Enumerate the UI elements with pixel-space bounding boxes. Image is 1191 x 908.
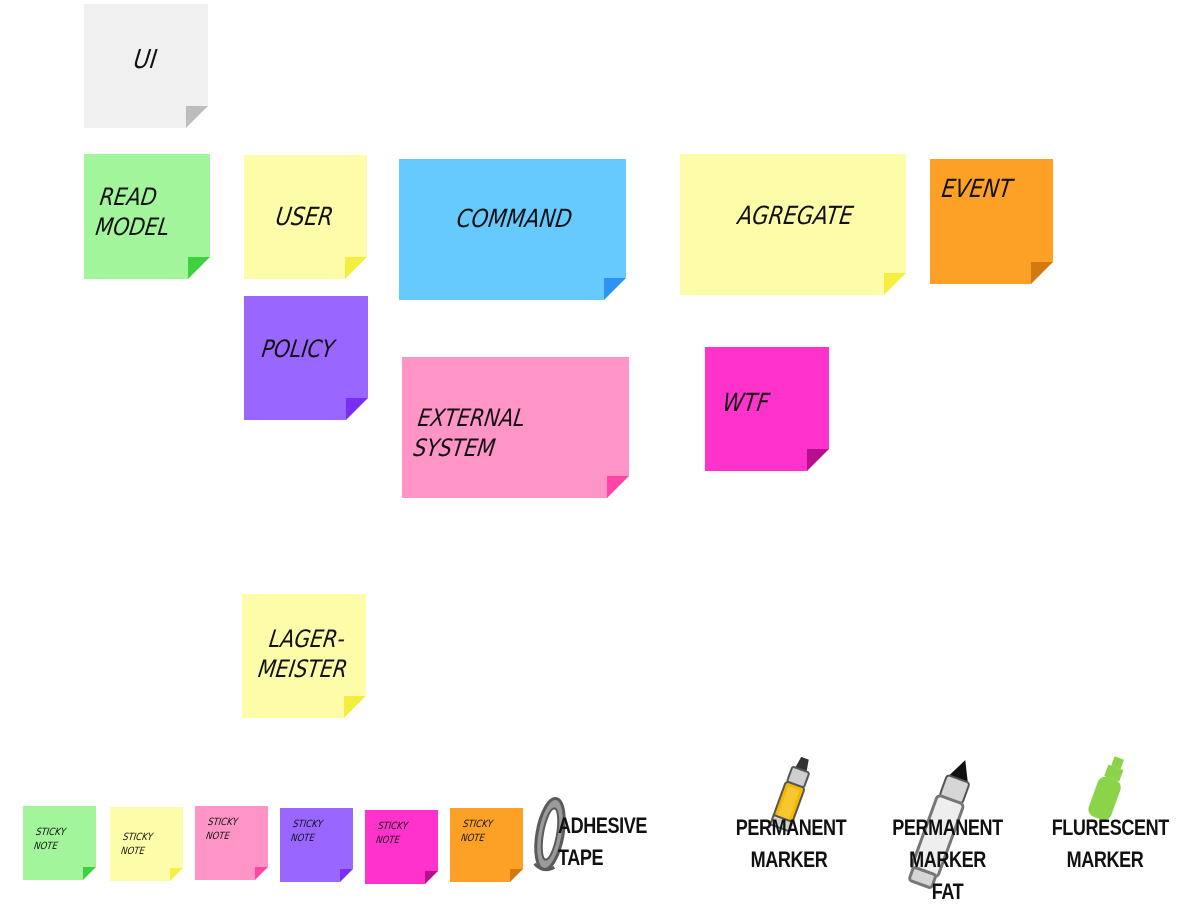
note-ui[interactable]: UI [84,4,208,128]
note-policy[interactable]: POLICY [244,296,368,420]
palette-sticky-note-orange[interactable]: STICKY NOTE [450,808,523,882]
note-lagermeister-label: LAGER- MEISTER [256,625,350,683]
note-policy-curl [346,398,368,420]
note-external-system-label: EXTERNAL SYSTEM [411,404,528,462]
note-wtf-curl [807,449,829,471]
palette-sticky-note-label: STICKY NOTE [120,832,154,857]
note-lagermeister-curl [344,696,366,718]
palette-sticky-note-label: STICKY NOTE [205,817,239,842]
palette-sticky-note-yellow[interactable]: STICKY NOTE [110,807,183,881]
palette-sticky-note-pink[interactable]: STICKY NOTE [195,806,268,880]
palette-sticky-note-label: STICKY NOTE [460,819,494,844]
note-command[interactable]: COMMAND [399,159,626,300]
adhesive-tape-label: ADHESIVE TAPE [558,813,647,870]
permanent-marker-fat-icon [908,760,970,889]
palette-sticky-note-green[interactable]: STICKY NOTE [23,806,96,880]
note-lagermeister[interactable]: LAGER- MEISTER [242,594,366,718]
permanent-marker-fat-label: PERMANENT MARKER FAT [892,815,1003,904]
note-event-curl [1031,262,1053,284]
flurescent-marker-label: FLURESCENT MARKER [1051,815,1170,872]
palette-sticky-note-label: STICKY NOTE [290,819,324,844]
note-agregate-curl [884,273,906,295]
permanent-marker-tool[interactable]: PERMANENT MARKER [724,754,854,884]
note-command-curl [604,278,626,300]
palette-sticky-note-magenta[interactable]: STICKY NOTE [365,810,438,884]
note-external-system[interactable]: EXTERNAL SYSTEM [402,357,629,498]
permanent-marker-label: PERMANENT MARKER [735,815,847,872]
adhesive-tape-icon [533,796,566,872]
note-read-model-label: READ MODEL [93,183,172,241]
note-event[interactable]: EVENT [930,159,1053,284]
palette-sticky-note-purple[interactable]: STICKY NOTE [280,808,353,882]
permanent-marker-icon [769,756,810,833]
palette-sticky-note-label: STICKY NOTE [375,821,409,846]
palette-sticky-note-label: STICKY NOTE [33,827,67,852]
note-external-system-curl [607,476,629,498]
note-read-model-curl [188,257,210,279]
note-user-label: USER [273,202,336,231]
permanent-marker-fat-tool[interactable]: PERMANENT MARKER FAT [880,754,1015,904]
adhesive-tape-tool[interactable]: ADHESIVE TAPE [528,792,668,882]
note-policy-label: POLICY [260,335,337,363]
note-user[interactable]: USER [244,155,367,279]
note-wtf[interactable]: WTF [705,347,829,471]
note-event-label: EVENT [939,174,1015,203]
note-user-curl [345,257,367,279]
note-ui-label: UI [131,45,159,75]
flurescent-marker-icon [1088,756,1124,820]
note-read-model[interactable]: READ MODEL [84,154,210,279]
note-wtf-label: WTF [720,388,772,417]
note-ui-curl [186,106,208,128]
note-agregate-label: AGREGATE [735,201,856,230]
note-command-label: COMMAND [454,204,575,233]
flurescent-marker-tool[interactable]: FLURESCENT MARKER [1040,754,1170,884]
note-agregate[interactable]: AGREGATE [680,154,906,295]
